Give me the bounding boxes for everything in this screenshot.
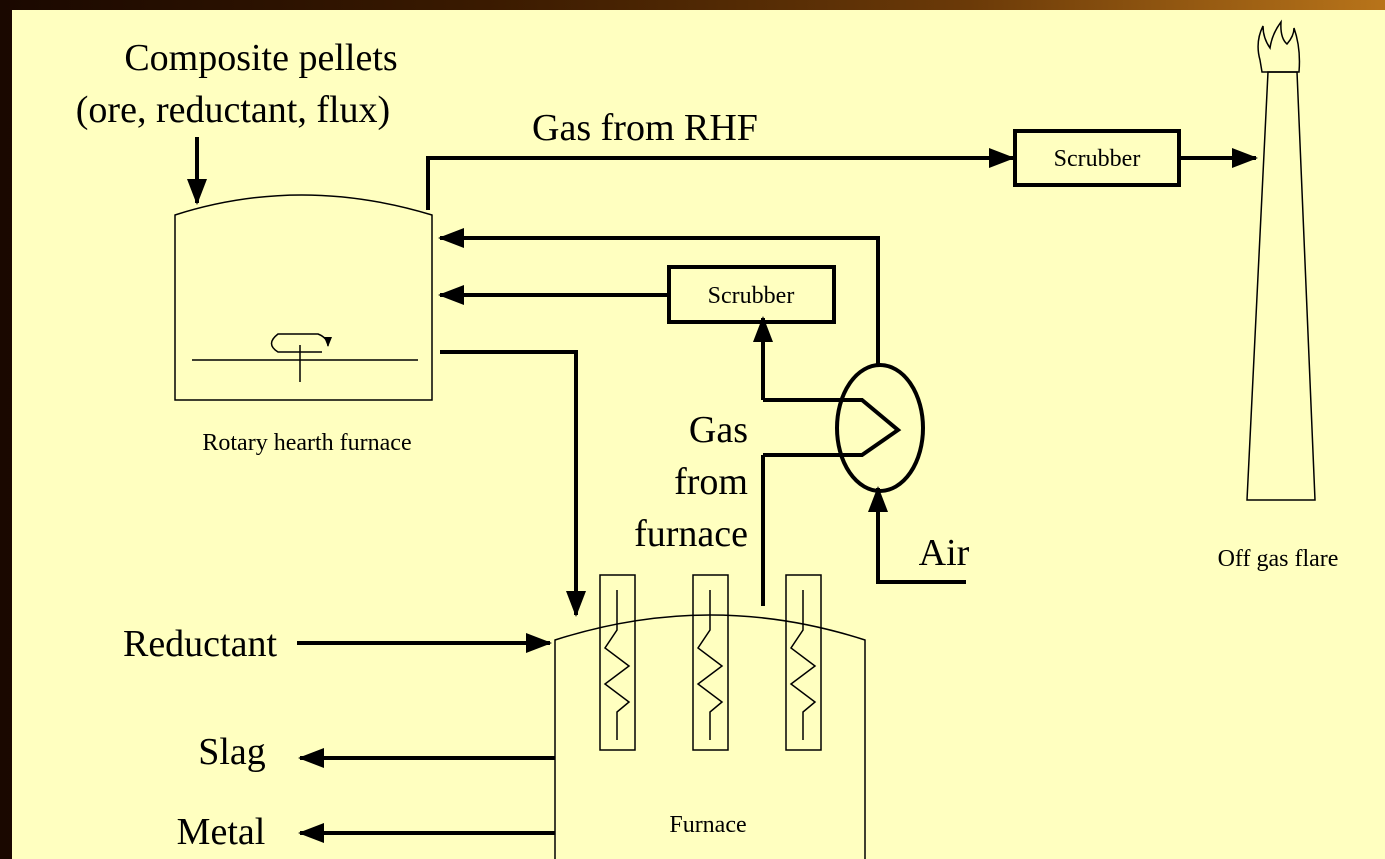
scrubber-middle: Scrubber [667,265,836,324]
rhf-to-furnace-line [440,350,586,617]
reductant-label: Reductant [123,623,278,665]
gas-furnace-label-1: Gas [689,409,748,451]
scrubber-mid-label: Scrubber [708,283,795,309]
metal-label: Metal [177,811,266,853]
gas-furnace-label-2: from [674,461,748,503]
furnace-label: Furnace [669,812,746,838]
feed-label-line1: Composite pellets [124,37,397,79]
scrubber-top: Scrubber [1013,129,1181,187]
rotary-hearth-furnace [174,194,433,401]
furnace [554,574,866,859]
electrode-right [785,574,822,751]
gas-rhf-label: Gas from RHF [532,107,758,149]
feed-label-line2: (ore, reductant, flux) [76,89,390,131]
return-gas-line [438,228,880,365]
flare-label: Off gas flare [1218,546,1339,572]
flame-icon [1257,19,1301,73]
gas-rhf-line [426,148,1015,210]
air-label: Air [919,532,970,574]
air-inlet-line [868,486,966,584]
electrode-left [599,574,636,751]
slag-label: Slag [198,731,266,773]
slide-panel [12,10,1385,859]
heat-exchanger [763,363,925,493]
gas-furnace-label-3: furnace [634,513,748,555]
rhf-label: Rotary hearth furnace [202,430,411,456]
off-gas-flare [1246,19,1316,501]
scrubber-top-label: Scrubber [1054,146,1141,172]
electrode-middle [692,574,729,751]
